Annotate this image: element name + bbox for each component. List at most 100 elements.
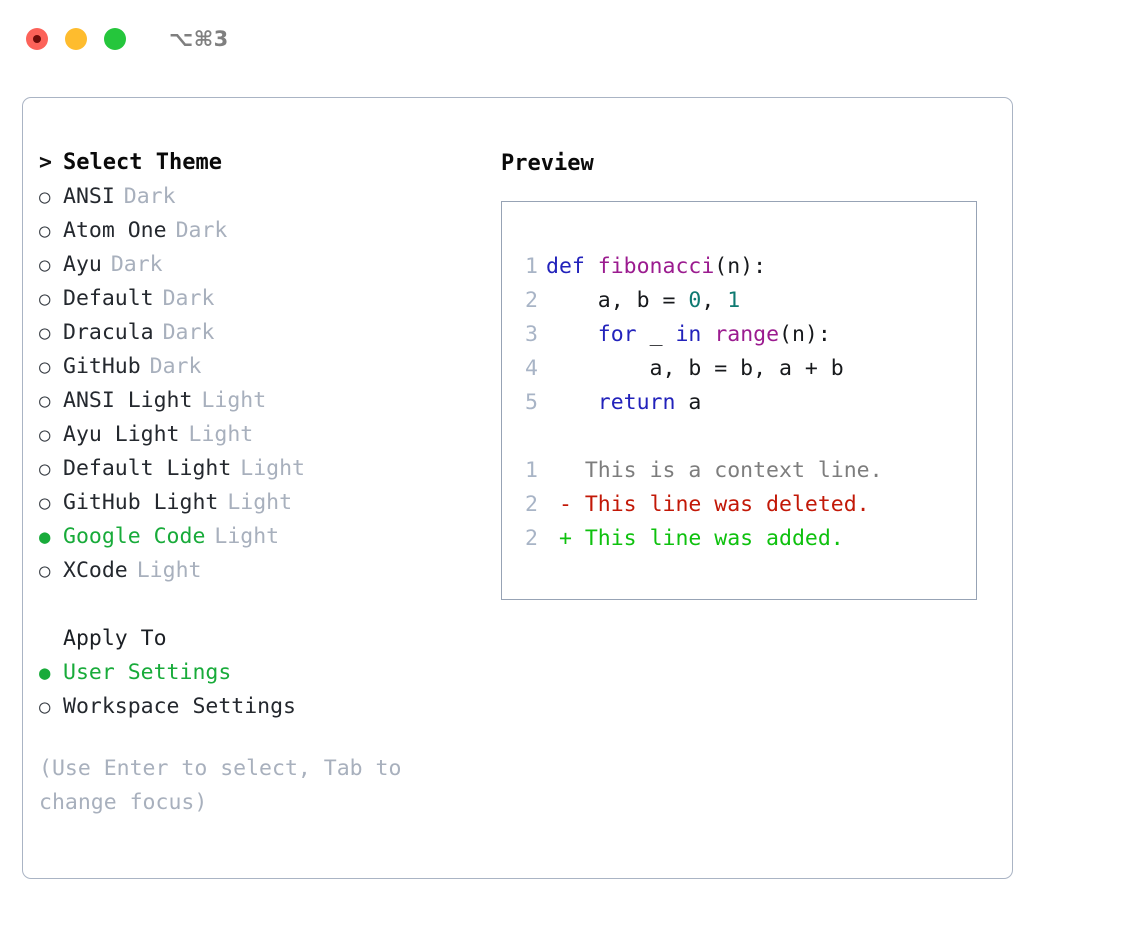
theme-name: ANSI Light [63,388,193,413]
code-token-num: 0 [688,288,702,313]
diff-line-number: 1 [525,458,538,483]
code-line-content: a, b = 0, 1 [546,284,740,318]
theme-name: Default [63,286,154,311]
radio-unselected-icon[interactable]: ○ [39,458,51,480]
radio-selected-icon[interactable]: ● [39,526,51,548]
diff-line-text: This line was added. [584,526,844,551]
diff-sign-context [546,454,585,488]
theme-variant-badge: Dark [175,218,228,243]
code-token-kw: return [597,390,676,415]
code-token-kw: in [675,322,702,347]
radio-unselected-icon[interactable]: ○ [39,254,51,276]
code-token-plain [546,390,598,415]
code-token-plain: , [701,288,728,313]
radio-unselected-icon[interactable]: ○ [39,560,51,582]
theme-name: XCode [63,558,128,583]
apply-to-option[interactable]: ○ Workspace Settings [39,694,479,728]
code-token-plain: (n): [779,322,831,347]
line-number: 2 [525,288,538,313]
select-theme-heading-row: > Select Theme [39,150,479,184]
code-token-fn: fibonacci [597,254,715,279]
keyboard-shortcut-label: ⌥⌘3 [169,27,229,51]
theme-list-item[interactable]: ○ GitHub Light Light [39,490,479,524]
diff-line-text: This is a context line. [584,458,883,483]
radio-unselected-icon[interactable]: ○ [39,356,51,378]
theme-name: GitHub Light [63,490,219,515]
select-theme-title: Select Theme [63,150,222,175]
line-number: 1 [525,254,538,279]
theme-variant-badge: Light [227,490,293,515]
diff-line: 1 This is a context line. [502,454,976,488]
diff-line-number: 2 [525,492,538,517]
diff-sign-del: - [546,492,585,517]
radio-unselected-icon[interactable]: ○ [39,288,51,310]
code-token-kw: for [597,322,637,347]
code-line-content: for _ in range(n): [546,318,831,352]
maximize-button-icon[interactable] [104,28,126,50]
list-spacer [39,592,479,626]
prompt-caret-icon: > [39,150,52,175]
radio-unselected-icon[interactable]: ○ [39,390,51,412]
theme-list-item[interactable]: ○ Default Dark [39,286,479,320]
radio-unselected-icon[interactable]: ○ [39,186,51,208]
code-token-plain: a, b = b, a + b [546,356,844,381]
preview-heading: Preview [501,151,594,176]
code-token-kw: def [546,254,598,279]
close-button-icon[interactable] [26,28,48,50]
apply-to-list: ● User Settings ○ Workspace Settings [39,660,479,728]
diff-sample-block: 1 This is a context line. 2 - This line w… [502,454,976,556]
apply-to-header: Apply To [63,626,167,651]
code-token-plain: (n): [714,254,767,279]
apply-to-option-label: Workspace Settings [63,694,296,719]
theme-variant-badge: Light [201,388,267,413]
theme-variant-badge: Dark [110,252,163,277]
code-token-plain: _ [636,322,676,347]
diff-line-number: 2 [525,526,538,551]
diff-line-text: This line was deleted. [584,492,870,517]
minimize-button-icon[interactable] [65,28,87,50]
apply-to-marker-placeholder: ○ [39,630,63,649]
radio-unselected-icon[interactable]: ○ [39,322,51,344]
line-number: 3 [525,322,538,347]
code-line: 4 a, b = b, a + b [502,352,976,386]
theme-variant-badge: Dark [149,354,202,379]
theme-name: GitHub [63,354,141,379]
code-token-num: 1 [727,288,741,313]
radio-unselected-icon[interactable]: ○ [39,492,51,514]
line-number: 4 [525,356,538,381]
radio-selected-icon[interactable]: ● [39,662,51,684]
theme-list-item[interactable]: ○ ANSI Light Light [39,388,479,422]
apply-to-header-row: ○ Apply To [39,626,479,660]
radio-unselected-icon[interactable]: ○ [39,220,51,242]
line-number: 5 [525,390,538,415]
theme-name: Dracula [63,320,154,345]
theme-variant-badge: Light [214,524,280,549]
code-token-plain [546,322,598,347]
theme-variant-badge: Dark [162,286,215,311]
code-line: 5 return a [502,386,976,420]
diff-sign-add: + [546,526,585,551]
apply-to-option-label: User Settings [63,660,232,685]
theme-name: Atom One [63,218,167,243]
theme-variant-badge: Dark [123,184,176,209]
theme-list-item[interactable]: ○ Atom One Dark [39,218,479,252]
titlebar: ⌥⌘3 [0,0,1140,78]
apply-to-option[interactable]: ● User Settings [39,660,479,694]
radio-unselected-icon[interactable]: ○ [39,424,51,446]
theme-list-item[interactable]: ○ GitHub Dark [39,354,479,388]
radio-unselected-icon[interactable]: ○ [39,696,51,718]
traffic-light-group [26,28,126,50]
